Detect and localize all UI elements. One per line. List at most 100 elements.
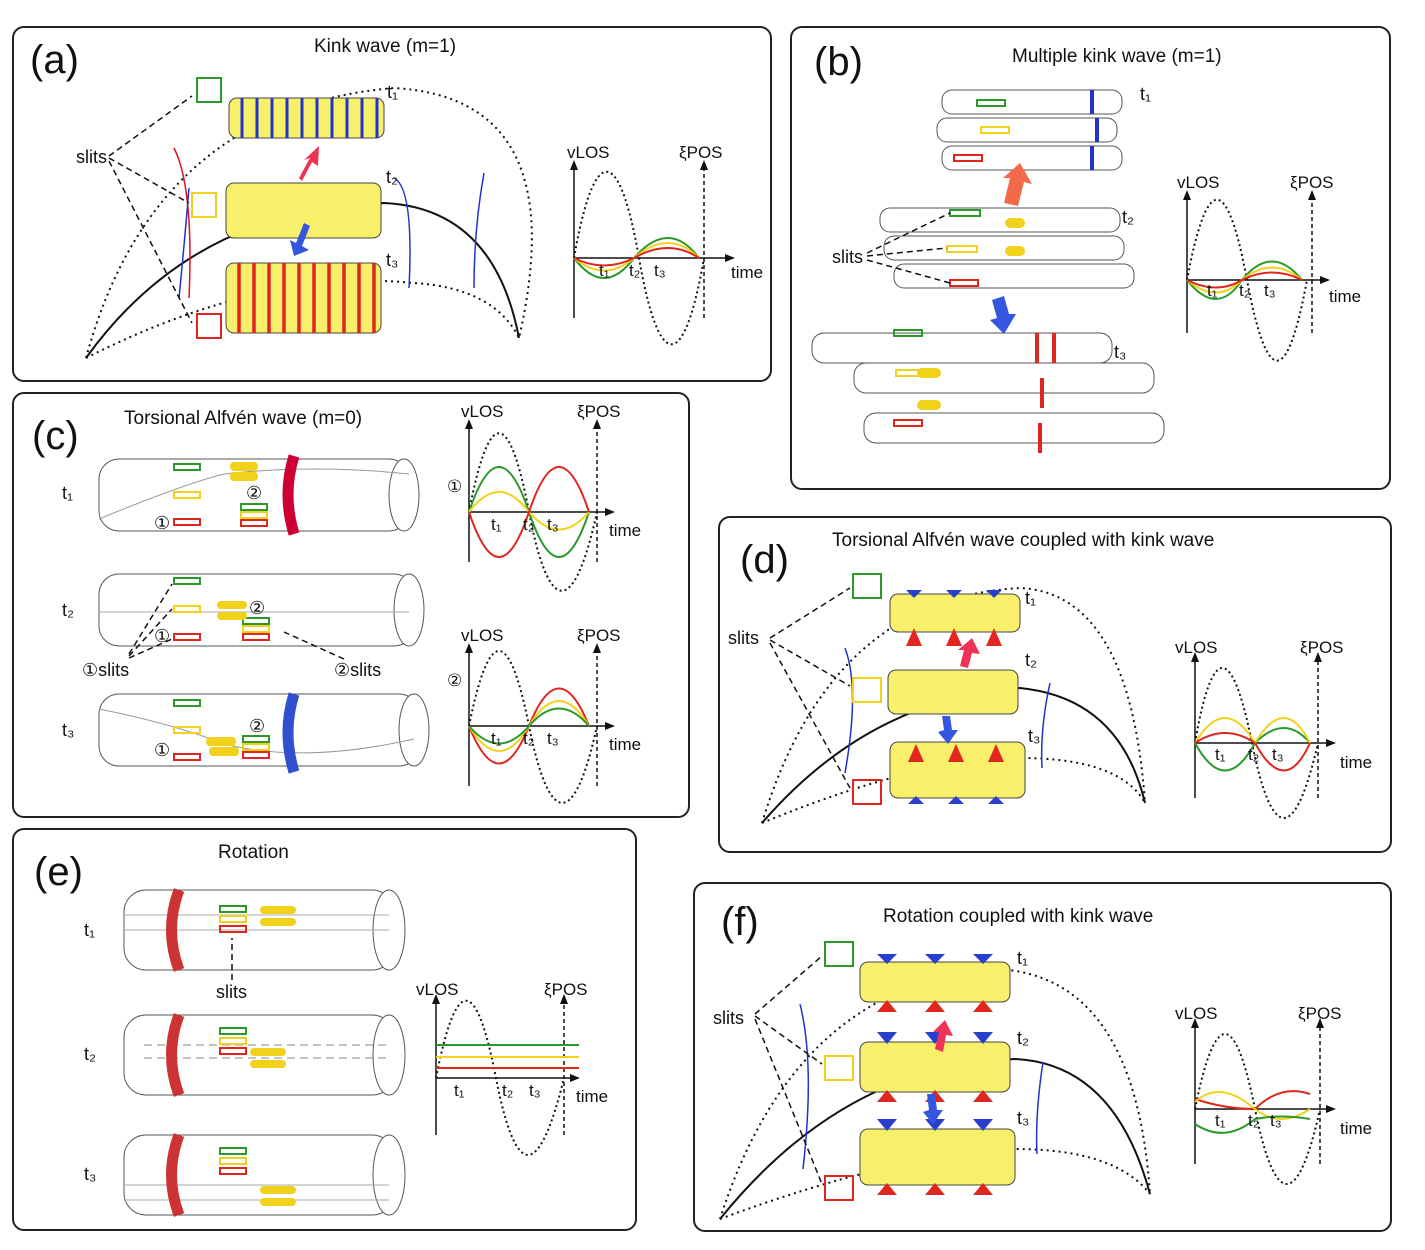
slit-yellow [191,192,217,218]
panel-b: (b) Multiple kink wave (m=1) [790,26,1391,490]
svg-text:t₂: t₂ [523,729,534,748]
panel-letter-d: (d) [740,538,789,582]
rotation-diagram: slits t₁ t₂ t₃ [84,888,608,1217]
panel-e: (e) Rotation slits t₁ t₂ t₃ [12,828,637,1231]
rotation-kink-diagram: slits t₁ t₂ t₃ vLOS [713,941,1372,1220]
svg-text:vLOS: vLOS [1175,1004,1218,1023]
svg-text:②: ② [249,598,265,618]
svg-text:t₁: t₁ [1140,84,1151,104]
svg-text:ξPOS: ξPOS [544,980,588,999]
svg-text:t₃: t₃ [1270,1111,1282,1130]
plot-e: vLOS ξPOS time t₁ t₂ t₃ [416,980,608,1156]
svg-text:t₂: t₂ [1122,207,1134,227]
svg-text:t₁: t₁ [1215,1111,1226,1130]
svg-text:time: time [609,521,641,540]
t1-label: t₁ [387,82,398,102]
svg-text:①slits: ①slits [82,660,129,680]
svg-text:vLOS: vLOS [416,980,459,999]
slits-label: slits [76,147,107,167]
panel-letter-f: (f) [721,900,759,944]
svg-text:time: time [609,735,641,754]
svg-text:t₃: t₃ [547,515,559,534]
svg-text:t₃: t₃ [1272,745,1284,764]
svg-text:②slits: ②slits [334,660,381,680]
svg-text:time: time [576,1087,608,1106]
svg-text:t₂: t₂ [502,1081,513,1100]
svg-text:t₁: t₁ [62,483,73,503]
plot-c2: vLOS ξPOS ② time t₁ t₂ t₃ [447,626,641,804]
panel-d: (d) Torsional Alfvén wave coupled with k… [718,516,1392,853]
up-arrow [299,146,319,181]
svg-text:vLOS: vLOS [567,143,610,162]
svg-text:①: ① [447,477,462,496]
panel-letter-a: (a) [30,38,79,82]
panel-letter-b: (b) [814,40,863,84]
svg-text:time: time [1340,1119,1372,1138]
t2-label: t₂ [386,167,398,187]
panel-letter-e: (e) [34,850,83,894]
svg-text:slits: slits [728,628,759,648]
panel-c: (c) Torsional Alfvén wave (m=0) t₁ ① ② t… [12,392,690,818]
svg-text:t₂: t₂ [629,261,640,280]
svg-text:t₁: t₁ [1025,588,1036,608]
plot-d: vLOS ξPOS time t₁ t₂ t₃ [1175,638,1372,819]
svg-text:vLOS: vLOS [461,626,504,645]
svg-text:②: ② [249,716,265,736]
svg-text:t₂: t₂ [84,1044,96,1064]
svg-text:t₃: t₃ [654,261,666,280]
svg-text:②: ② [246,483,262,503]
kink-wave-diagram: slits t₁ t₂ t₃ [76,77,763,359]
panel-title-d: Torsional Alfvén wave coupled with kink … [832,530,1215,551]
svg-text:t₁: t₁ [491,515,502,534]
svg-text:①: ① [154,740,170,760]
panel-title-b: Multiple kink wave (m=1) [1012,46,1222,67]
svg-text:t₁: t₁ [599,261,610,280]
svg-text:slits: slits [713,1008,744,1028]
svg-text:slits: slits [832,247,863,267]
plot-f: vLOS ξPOS time t₁ t₂ t₃ [1175,1004,1372,1185]
svg-text:①: ① [154,513,170,533]
svg-text:t₂: t₂ [62,600,74,620]
svg-text:t₂: t₂ [1239,281,1250,300]
svg-text:vLOS: vLOS [1175,638,1218,657]
panel-title-e: Rotation [218,842,289,863]
svg-text:time: time [731,263,763,282]
svg-text:t₂: t₂ [1248,1111,1259,1130]
slit-red [196,313,222,339]
panel-title-c: Torsional Alfvén wave (m=0) [124,408,363,429]
svg-text:vLOS: vLOS [1177,173,1220,192]
torsional-alfven-diagram: t₁ ① ② t₂ ① ② ①slits ②slits [62,402,641,804]
svg-text:ξPOS: ξPOS [577,402,621,421]
svg-text:t₂: t₂ [1017,1028,1029,1048]
multiple-kink-diagram: slits t₁ t₂ t₃ vLOS ξPOS time t₁ t₂ t₃ [811,84,1361,453]
svg-text:t₃: t₃ [1028,726,1040,746]
panel-title-a: Kink wave (m=1) [314,36,457,57]
plot-c1: vLOS ξPOS ① time t₁ t₂ t₃ [447,402,641,592]
panel-letter-c: (c) [32,414,79,458]
tube-t1 [228,97,385,139]
svg-text:time: time [1340,753,1372,772]
t3-label: t₃ [386,250,398,270]
svg-text:ξPOS: ξPOS [679,143,723,162]
svg-text:ξPOS: ξPOS [1300,638,1344,657]
svg-text:ξPOS: ξPOS [1298,1004,1342,1023]
svg-text:②: ② [447,671,462,690]
svg-text:t₁: t₁ [1017,948,1028,968]
svg-text:t₂: t₂ [1248,745,1259,764]
svg-text:t₃: t₃ [1017,1108,1029,1128]
panel-title-f: Rotation coupled with kink wave [883,906,1154,927]
panel-f: (f) Rotation coupled with kink wave slit… [693,882,1392,1232]
panel-a: (a) Kink wave (m=1) slits [12,26,772,382]
svg-text:vLOS: vLOS [461,402,504,421]
svg-text:t₁: t₁ [84,920,95,940]
svg-text:t₃: t₃ [84,1164,96,1184]
svg-text:t₁: t₁ [1207,281,1218,300]
svg-text:t₃: t₃ [529,1081,541,1100]
svg-text:t₁: t₁ [454,1081,465,1100]
svg-text:t₂: t₂ [1025,650,1037,670]
svg-text:time: time [1329,287,1361,306]
down-arrow [290,223,310,256]
plot-a: vLOS ξPOS time t₁ t₂ t₃ [567,143,763,345]
svg-text:t₃: t₃ [547,729,559,748]
svg-text:t₃: t₃ [1264,281,1276,300]
